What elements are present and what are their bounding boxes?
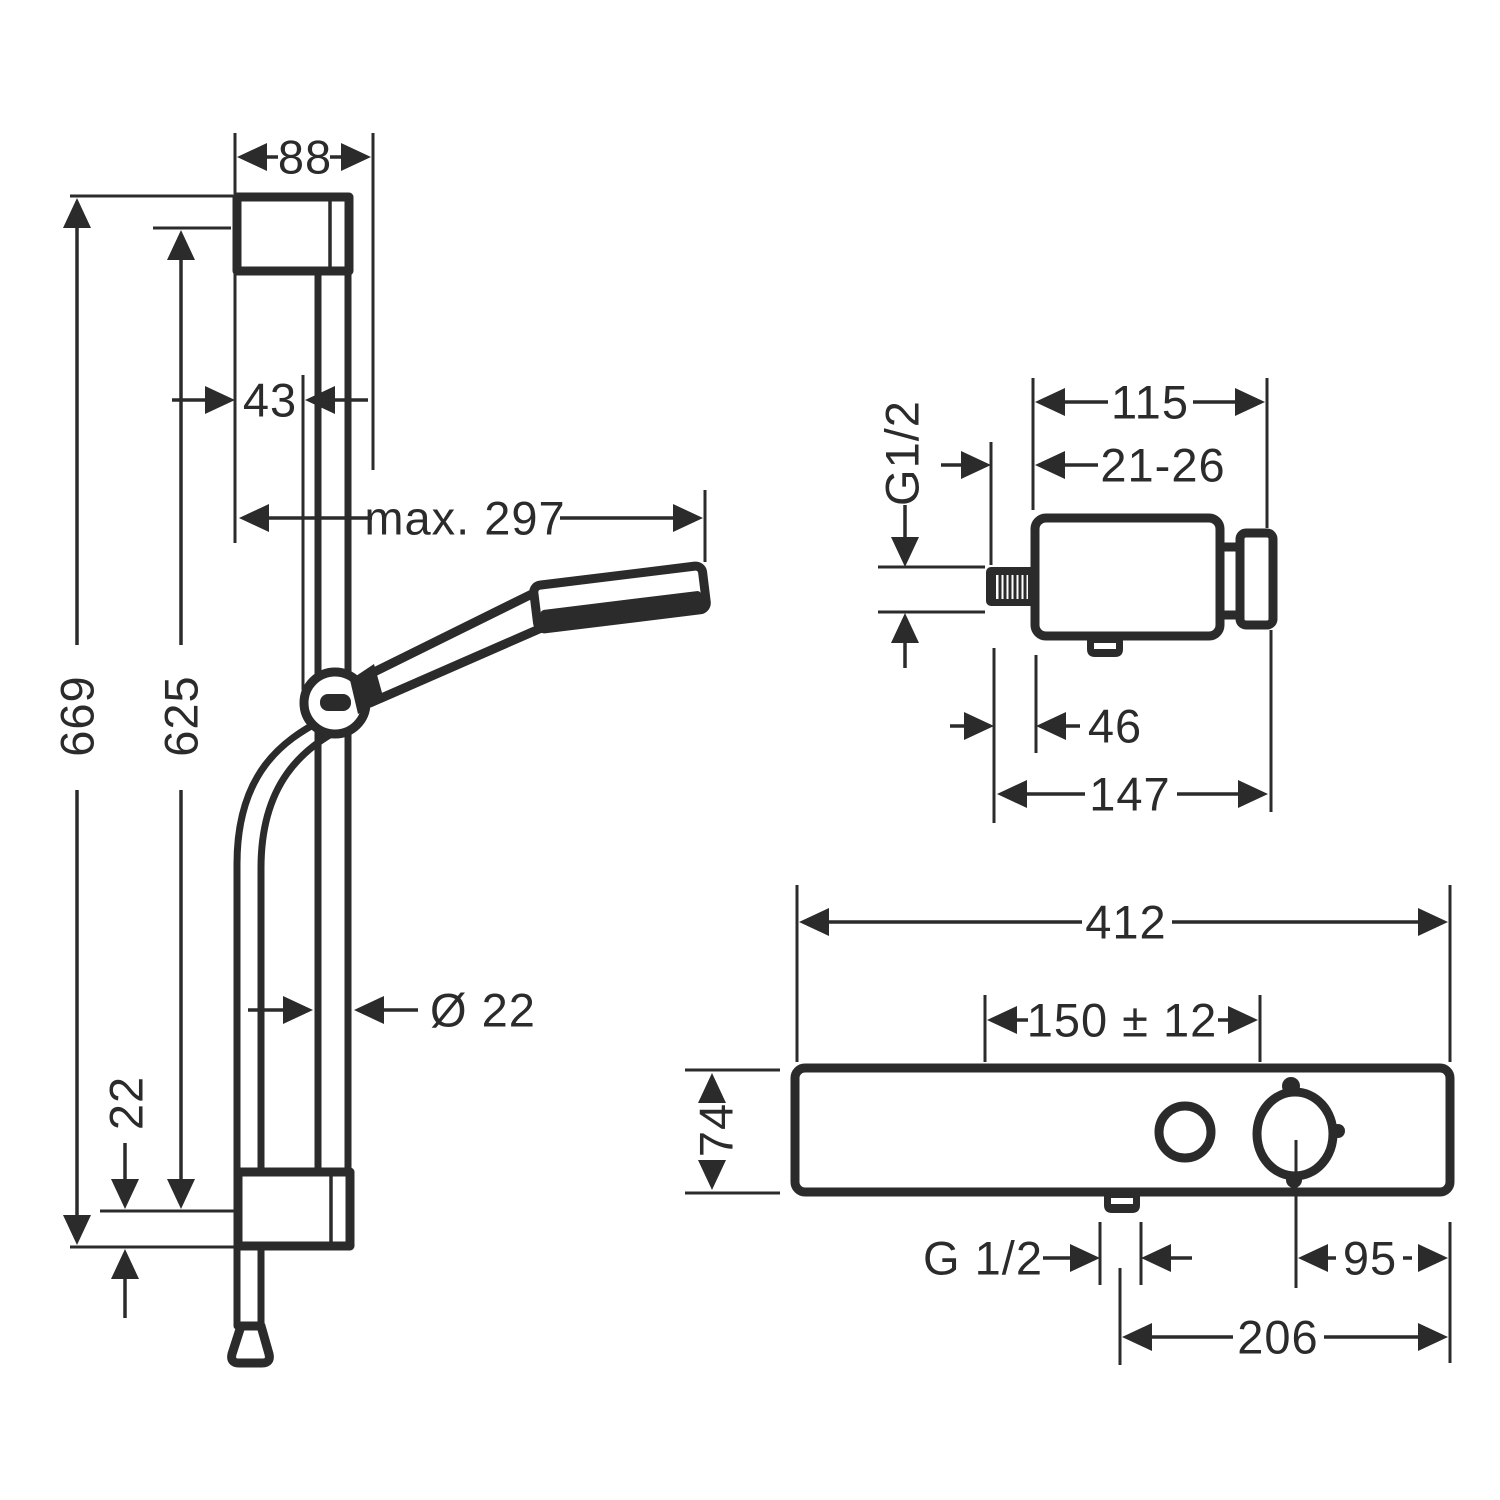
- dim-label-g12-thermostat: G 1/2: [923, 1232, 1043, 1285]
- thermostat-body: [790, 1063, 1455, 1197]
- dim-rail-height: 625: [100, 226, 236, 1213]
- dim-supply-distance: 150 ± 12: [983, 994, 1262, 1062]
- dim-total-height: 669: [51, 194, 236, 1249]
- dim-rail-diameter: Ø 22: [248, 984, 536, 1037]
- dim-label-g12-valve: G1/2: [876, 400, 929, 506]
- dim-label-95: 95: [1343, 1232, 1397, 1285]
- shower-hose: [227, 716, 346, 1368]
- valve-knob: [1215, 528, 1278, 630]
- bottom-bracket: [233, 1167, 355, 1251]
- dim-label-21-26: 21-26: [1100, 439, 1225, 492]
- dim-bracket-height: 22: [100, 1076, 153, 1318]
- spray-face: [540, 591, 703, 626]
- dim-label-43: 43: [243, 374, 297, 427]
- dim-wall-offset: 43: [172, 374, 368, 690]
- dim-max-reach: max. 297: [239, 490, 707, 562]
- dim-bracket-width: 88: [233, 131, 375, 543]
- shower-rail-view: 88 43 max. 297 669: [51, 131, 711, 1368]
- dim-thermostat-thread: G 1/2: [923, 1222, 1192, 1285]
- valve-body: [1030, 513, 1225, 641]
- top-bracket: [232, 192, 354, 276]
- threaded-connector: [986, 567, 1038, 606]
- dim-label-dia-22: Ø 22: [430, 984, 536, 1037]
- dim-label-74: 74: [690, 1103, 743, 1157]
- dim-handle-to-edge: 95: [1298, 1222, 1452, 1363]
- select-button: [1154, 1101, 1216, 1163]
- dim-label-88: 88: [278, 131, 332, 184]
- hose-end-nut: [227, 1321, 274, 1368]
- dim-thermostat-width: 412: [795, 885, 1452, 1062]
- dim-valve-width: 115: [1031, 376, 1269, 528]
- dim-valve-thread: G1/2: [876, 400, 985, 668]
- dim-label-22: 22: [100, 1076, 153, 1130]
- dim-thermostat-height: 74: [685, 1068, 780, 1195]
- dim-label-max-297: max. 297: [364, 492, 565, 545]
- valve-side-view: 115 21-26 G1/2: [876, 376, 1278, 823]
- dim-label-147: 147: [1089, 768, 1170, 821]
- valve-outlet: [1087, 637, 1123, 657]
- dim-label-46: 46: [1088, 700, 1142, 753]
- dim-label-115: 115: [1111, 376, 1189, 429]
- dim-label-206: 206: [1237, 1311, 1318, 1364]
- dim-outlet-offset: 46: [950, 648, 1142, 823]
- dim-total-depth: 147: [997, 630, 1273, 821]
- dim-label-412: 412: [1085, 896, 1166, 949]
- hand-shower: [350, 561, 711, 714]
- dim-wall-distance: 21-26: [941, 439, 1225, 565]
- dim-outlet-to-edge: 206: [1118, 1268, 1448, 1365]
- dim-label-150-12: 150 ± 12: [1027, 994, 1218, 1047]
- thermostat-front-view: 412 150 ± 12 74 G 1/2: [685, 885, 1455, 1365]
- dim-label-625: 625: [155, 675, 208, 756]
- shower-head: [529, 561, 711, 634]
- dim-label-669: 669: [51, 675, 104, 756]
- thermostat-outlet: [1104, 1192, 1140, 1213]
